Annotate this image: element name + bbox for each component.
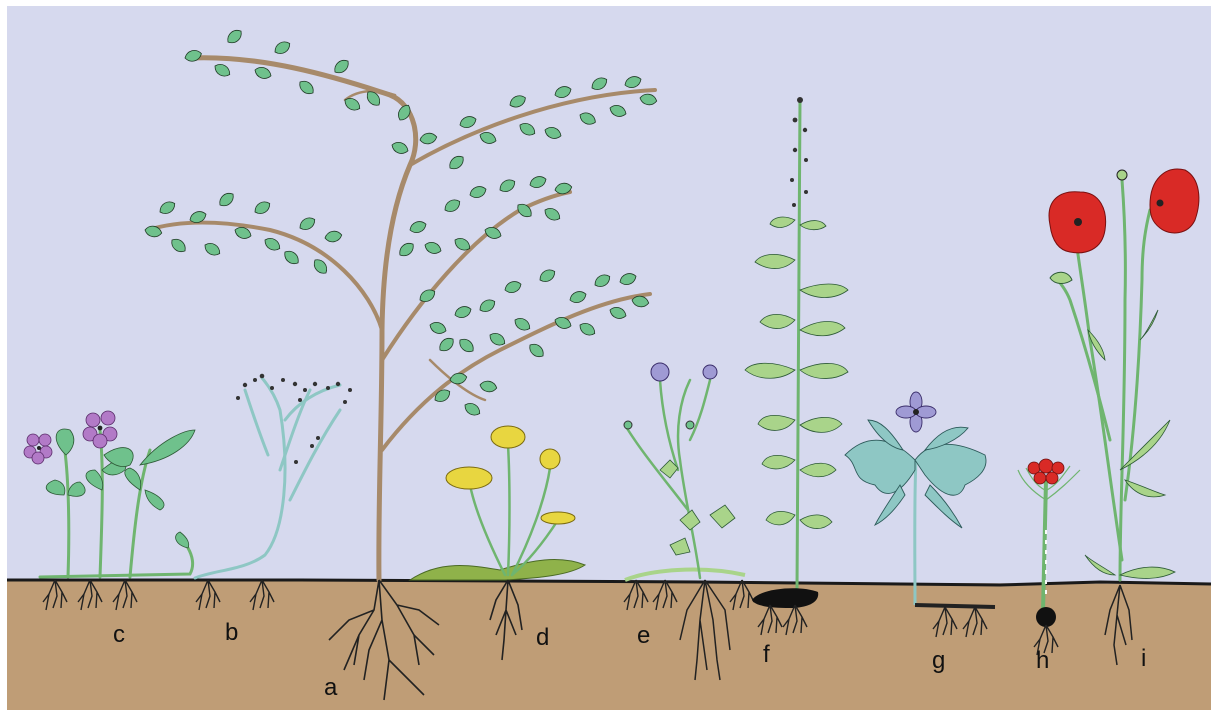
- label-i: i: [1141, 645, 1146, 672]
- label-b: b: [225, 619, 238, 646]
- label-d: d: [536, 624, 549, 651]
- label-g: g: [932, 647, 945, 674]
- label-c: c: [113, 621, 125, 648]
- label-a: a: [324, 674, 338, 701]
- label-h: h: [1036, 647, 1049, 674]
- label-e: e: [637, 622, 650, 649]
- soil: [7, 580, 1211, 710]
- label-f: f: [763, 641, 770, 668]
